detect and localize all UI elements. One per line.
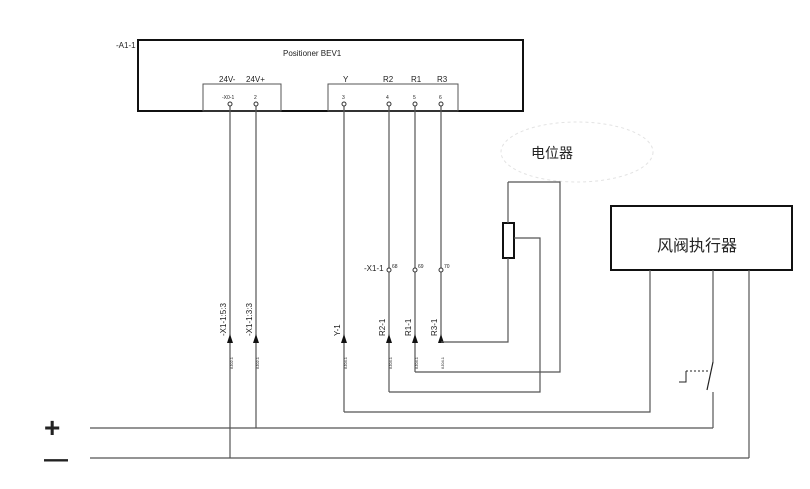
wire-ref: /IJ04.1 — [388, 356, 393, 369]
wire-arrow — [253, 334, 259, 343]
strip-terminal-number: 70 — [444, 264, 450, 270]
pin-number: 3 — [342, 95, 345, 101]
wire-ref: /IJ04.1 — [343, 356, 348, 369]
strip-terminal — [438, 267, 444, 273]
potentiometer-label: 电位器 — [531, 146, 573, 162]
terminal-strip-ref: -X1-1 — [364, 264, 384, 273]
wire-ref: /IJ02.1 — [255, 356, 260, 369]
wire-actuator-to-y — [344, 270, 651, 413]
strip-terminal — [412, 267, 418, 273]
switch-contact — [706, 361, 714, 391]
pin-terminal — [412, 101, 418, 107]
pin-name-r3: R3 — [437, 75, 448, 84]
pin-terminal — [253, 101, 259, 107]
minus-symbol: — — [44, 446, 68, 473]
pin-number: 4 — [386, 95, 389, 101]
wire-label: R3-1 — [430, 318, 439, 336]
wire-ref: /IJ04.1 — [414, 356, 419, 369]
actuator-label: 风阀执行器 — [657, 236, 737, 255]
pin-name-y: Y — [343, 75, 349, 84]
wire-label: -X1-1:5:3 — [219, 303, 228, 336]
pin-number: 5 — [413, 95, 416, 101]
wire-ref: /IJ02.1 — [229, 356, 234, 369]
wire-label: R1-1 — [404, 318, 413, 336]
pin-name-r2: R2 — [383, 75, 394, 84]
wire-label: -X1-1:3:3 — [245, 303, 254, 336]
wire-pot-top-to-r1 — [415, 181, 561, 373]
power-pin-group — [202, 83, 282, 112]
wire-arrow — [227, 334, 233, 343]
wire-pot-wiper-to-r2 — [389, 237, 541, 393]
wire-label: R2-1 — [378, 318, 387, 336]
pin-number: 6 — [439, 95, 442, 101]
pin-terminal — [341, 101, 347, 107]
pin-name-r1: R1 — [411, 75, 422, 84]
pin-terminal — [227, 101, 233, 107]
wire-arrow — [412, 334, 418, 343]
wire-arrow — [341, 334, 347, 343]
pin-name-24v-plus: 24V+ — [246, 75, 265, 84]
strip-terminal-number: 68 — [392, 264, 398, 270]
strip-terminal-number: 69 — [418, 264, 424, 270]
signal-pin-group — [327, 83, 459, 112]
wire-arrow — [438, 334, 444, 343]
pin-terminal — [438, 101, 444, 107]
wire-label: Y-1 — [333, 324, 342, 336]
module-title: Positioner BEV1 — [283, 49, 342, 58]
potentiometer-label-bubble — [500, 121, 654, 183]
pin-terminal — [386, 101, 392, 107]
pin-number: 2 — [254, 95, 257, 101]
plus-symbol: + — [44, 412, 60, 443]
module-ref: -A1-1 — [116, 41, 136, 50]
strip-terminal — [386, 267, 392, 273]
wire-arrow — [386, 334, 392, 343]
wire-pot-bottom-to-r3 — [441, 258, 509, 343]
wire-ref: /IJ04.1 — [440, 356, 445, 369]
pin-name-24v-minus: 24V- — [219, 75, 236, 84]
pin-number: -X0-1 — [222, 95, 234, 101]
potentiometer-resistor — [502, 222, 515, 259]
switch-actuator-hook — [679, 371, 687, 383]
damper-actuator — [610, 205, 793, 271]
